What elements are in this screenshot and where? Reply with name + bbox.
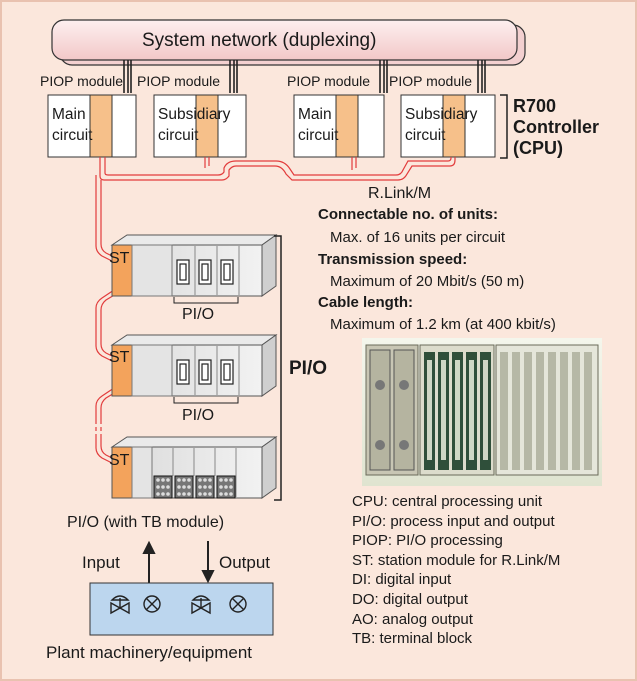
pio-label-2: PI/O <box>182 407 215 424</box>
legend-list: CPU: central processing unit PI/O: proce… <box>352 492 560 649</box>
spec-heading-3: Cable length: <box>318 294 414 311</box>
spec-heading-2: Transmission speed: <box>318 251 468 268</box>
piop-label-4: PIOP module <box>389 73 473 89</box>
pio-rack-1 <box>110 234 278 304</box>
controller-box-2 <box>153 94 247 158</box>
pio-group-bracket <box>274 235 282 501</box>
controller-box-1 <box>47 94 137 158</box>
controller-bracket <box>500 94 508 159</box>
piop-label-1: PIOP module <box>40 73 124 89</box>
network-title: System network (duplexing) <box>142 30 377 51</box>
controller-box-4 <box>400 94 496 158</box>
piop-label-2: PIOP module <box>137 73 221 89</box>
pio-group-label: PI/O <box>289 358 328 379</box>
spec-value-3: Maximum of 1.2 km (at 400 kbit/s) <box>330 316 556 333</box>
input-label: Input <box>82 553 120 572</box>
controller-label: R700 Controller (CPU) <box>513 96 600 158</box>
legend-item: AO: analog output <box>352 610 473 628</box>
hardware-photo <box>362 338 602 486</box>
legend-item: ST: station module for R.Link/M <box>352 551 561 569</box>
output-label: Output <box>219 553 271 572</box>
pump-icon-1 <box>143 595 161 613</box>
st-label-3: ST <box>109 452 130 469</box>
valve-icon-1 <box>110 595 130 615</box>
rlink-label: R.Link/M <box>368 185 432 202</box>
piop-network-links <box>123 60 486 93</box>
spec-value-2: Maximum of 20 Mbit/s (50 m) <box>330 273 525 290</box>
plant-label: Plant machinery/equipment <box>46 643 253 662</box>
valve-icon-2 <box>191 595 211 615</box>
piop-label-3: PIOP module <box>287 73 371 89</box>
legend-item: CPU: central processing unit <box>352 493 543 510</box>
pio-label-1: PI/O <box>182 306 215 323</box>
st-label-2: ST <box>109 349 130 366</box>
spec-value-1: Max. of 16 units per circuit <box>330 229 506 246</box>
controller-box-3 <box>293 94 385 158</box>
legend-item: PI/O: process input and output <box>352 512 555 530</box>
rlink-cable <box>95 157 456 465</box>
system-network-bar <box>51 19 526 66</box>
legend-item: PIOP: PI/O processing <box>352 532 503 550</box>
pump-icon-2 <box>229 595 247 613</box>
spec-heading-1: Connectable no. of units: <box>318 206 498 223</box>
io-arrows <box>142 540 215 584</box>
st-label-1: ST <box>109 250 130 267</box>
legend-item: DO: digital output <box>352 590 468 608</box>
pio-rack-3 <box>110 436 278 499</box>
pio-rack-2 <box>110 334 278 404</box>
legend-item: DI: digital input <box>352 571 452 589</box>
pio-label-3: PI/O (with TB module) <box>67 514 225 531</box>
legend-item: TB: terminal block <box>352 630 473 648</box>
